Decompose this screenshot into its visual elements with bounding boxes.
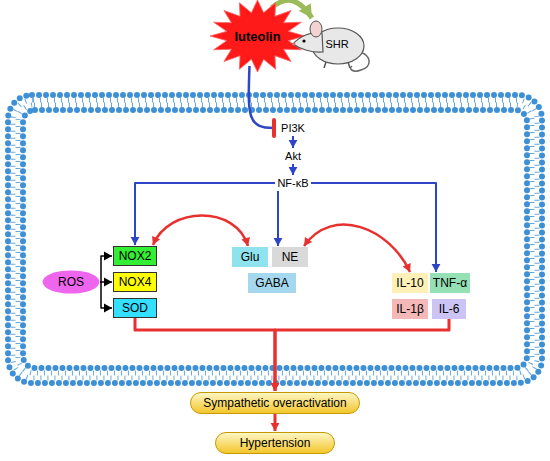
connector xyxy=(271,319,449,391)
starburst-outline xyxy=(210,0,305,72)
connector xyxy=(100,282,112,312)
node-label: IL-1β xyxy=(396,303,424,315)
connector-line xyxy=(135,318,275,391)
node-label: Sympathetic overactivation xyxy=(203,397,346,409)
arrow-head xyxy=(271,383,280,391)
process-box: NE xyxy=(272,247,308,267)
arrow-head xyxy=(104,278,112,287)
connector-line xyxy=(153,216,248,247)
node-label: luteolin xyxy=(234,30,280,43)
node-label: Glu xyxy=(241,251,260,263)
pathway-label: NF-κB xyxy=(275,176,311,190)
process-box: GABA xyxy=(248,273,296,293)
arrow-head xyxy=(432,264,441,272)
arrow-head xyxy=(242,237,251,246)
rat-ear xyxy=(310,21,322,37)
process-box: NOX4 xyxy=(113,272,157,292)
node-label: NOX4 xyxy=(119,276,152,288)
connector xyxy=(249,66,274,136)
arrow-head xyxy=(304,237,312,246)
process-box: TNF-α xyxy=(430,273,470,293)
node-label: Akt xyxy=(285,151,301,162)
connector xyxy=(131,183,275,245)
connector-line xyxy=(249,66,274,128)
node-label: PI3K xyxy=(281,123,305,134)
node-label: NOX2 xyxy=(119,250,152,262)
arrow-head xyxy=(131,237,140,245)
node-label: NE xyxy=(282,251,299,263)
node-label: TNF-α xyxy=(433,277,467,289)
connector-line xyxy=(304,225,410,272)
outcome-box: Sympathetic overactivation xyxy=(190,392,360,414)
connector xyxy=(274,191,283,246)
arrow-head xyxy=(152,236,160,245)
arrow-head xyxy=(289,140,298,148)
connector xyxy=(135,318,279,391)
arrow-head xyxy=(403,263,411,272)
process-box: SOD xyxy=(113,298,157,318)
ellipse-node: ROS xyxy=(42,270,100,294)
node-label: NF-κB xyxy=(277,178,308,189)
arrow-head xyxy=(104,252,112,261)
connector-line xyxy=(277,191,279,246)
process-box: NOX2 xyxy=(113,246,157,266)
connector-line xyxy=(100,256,112,282)
connector-line xyxy=(100,282,112,308)
arrow-head xyxy=(299,3,312,18)
rat-illustration: SHR xyxy=(290,6,372,76)
connector xyxy=(289,164,298,175)
connector-line xyxy=(275,319,449,391)
rat-eye xyxy=(302,39,305,42)
pathway-label: PI3K xyxy=(278,121,308,135)
process-box: IL-6 xyxy=(432,299,466,319)
ellipse-outline xyxy=(43,270,100,293)
arrow-head xyxy=(271,423,280,431)
connector xyxy=(289,136,298,148)
inhibition-bar xyxy=(272,120,276,136)
rat-nose xyxy=(292,42,295,45)
connector xyxy=(271,414,280,431)
process-box: IL-1β xyxy=(392,299,428,319)
node-label: ROS xyxy=(58,276,84,288)
node-label: Hypertension xyxy=(240,437,311,449)
node-label: GABA xyxy=(255,277,288,289)
arrow-head xyxy=(274,238,283,246)
node-label: IL-6 xyxy=(439,303,460,315)
connector xyxy=(100,278,112,287)
connector-line xyxy=(135,183,275,245)
starburst-node: luteolin xyxy=(210,0,305,72)
process-box: IL-10 xyxy=(392,273,428,293)
outcome-box: Hypertension xyxy=(215,432,335,454)
connector xyxy=(100,252,112,282)
pathway-label: Akt xyxy=(280,149,306,163)
arrow-head xyxy=(104,304,112,313)
node-label: IL-10 xyxy=(396,277,423,289)
process-box: Glu xyxy=(232,247,268,267)
connector xyxy=(304,225,411,272)
arrow-head xyxy=(289,167,298,175)
arrow-head xyxy=(271,383,280,391)
connector xyxy=(152,216,250,247)
node-label: SOD xyxy=(122,302,148,314)
node-label: SHR xyxy=(325,39,348,50)
